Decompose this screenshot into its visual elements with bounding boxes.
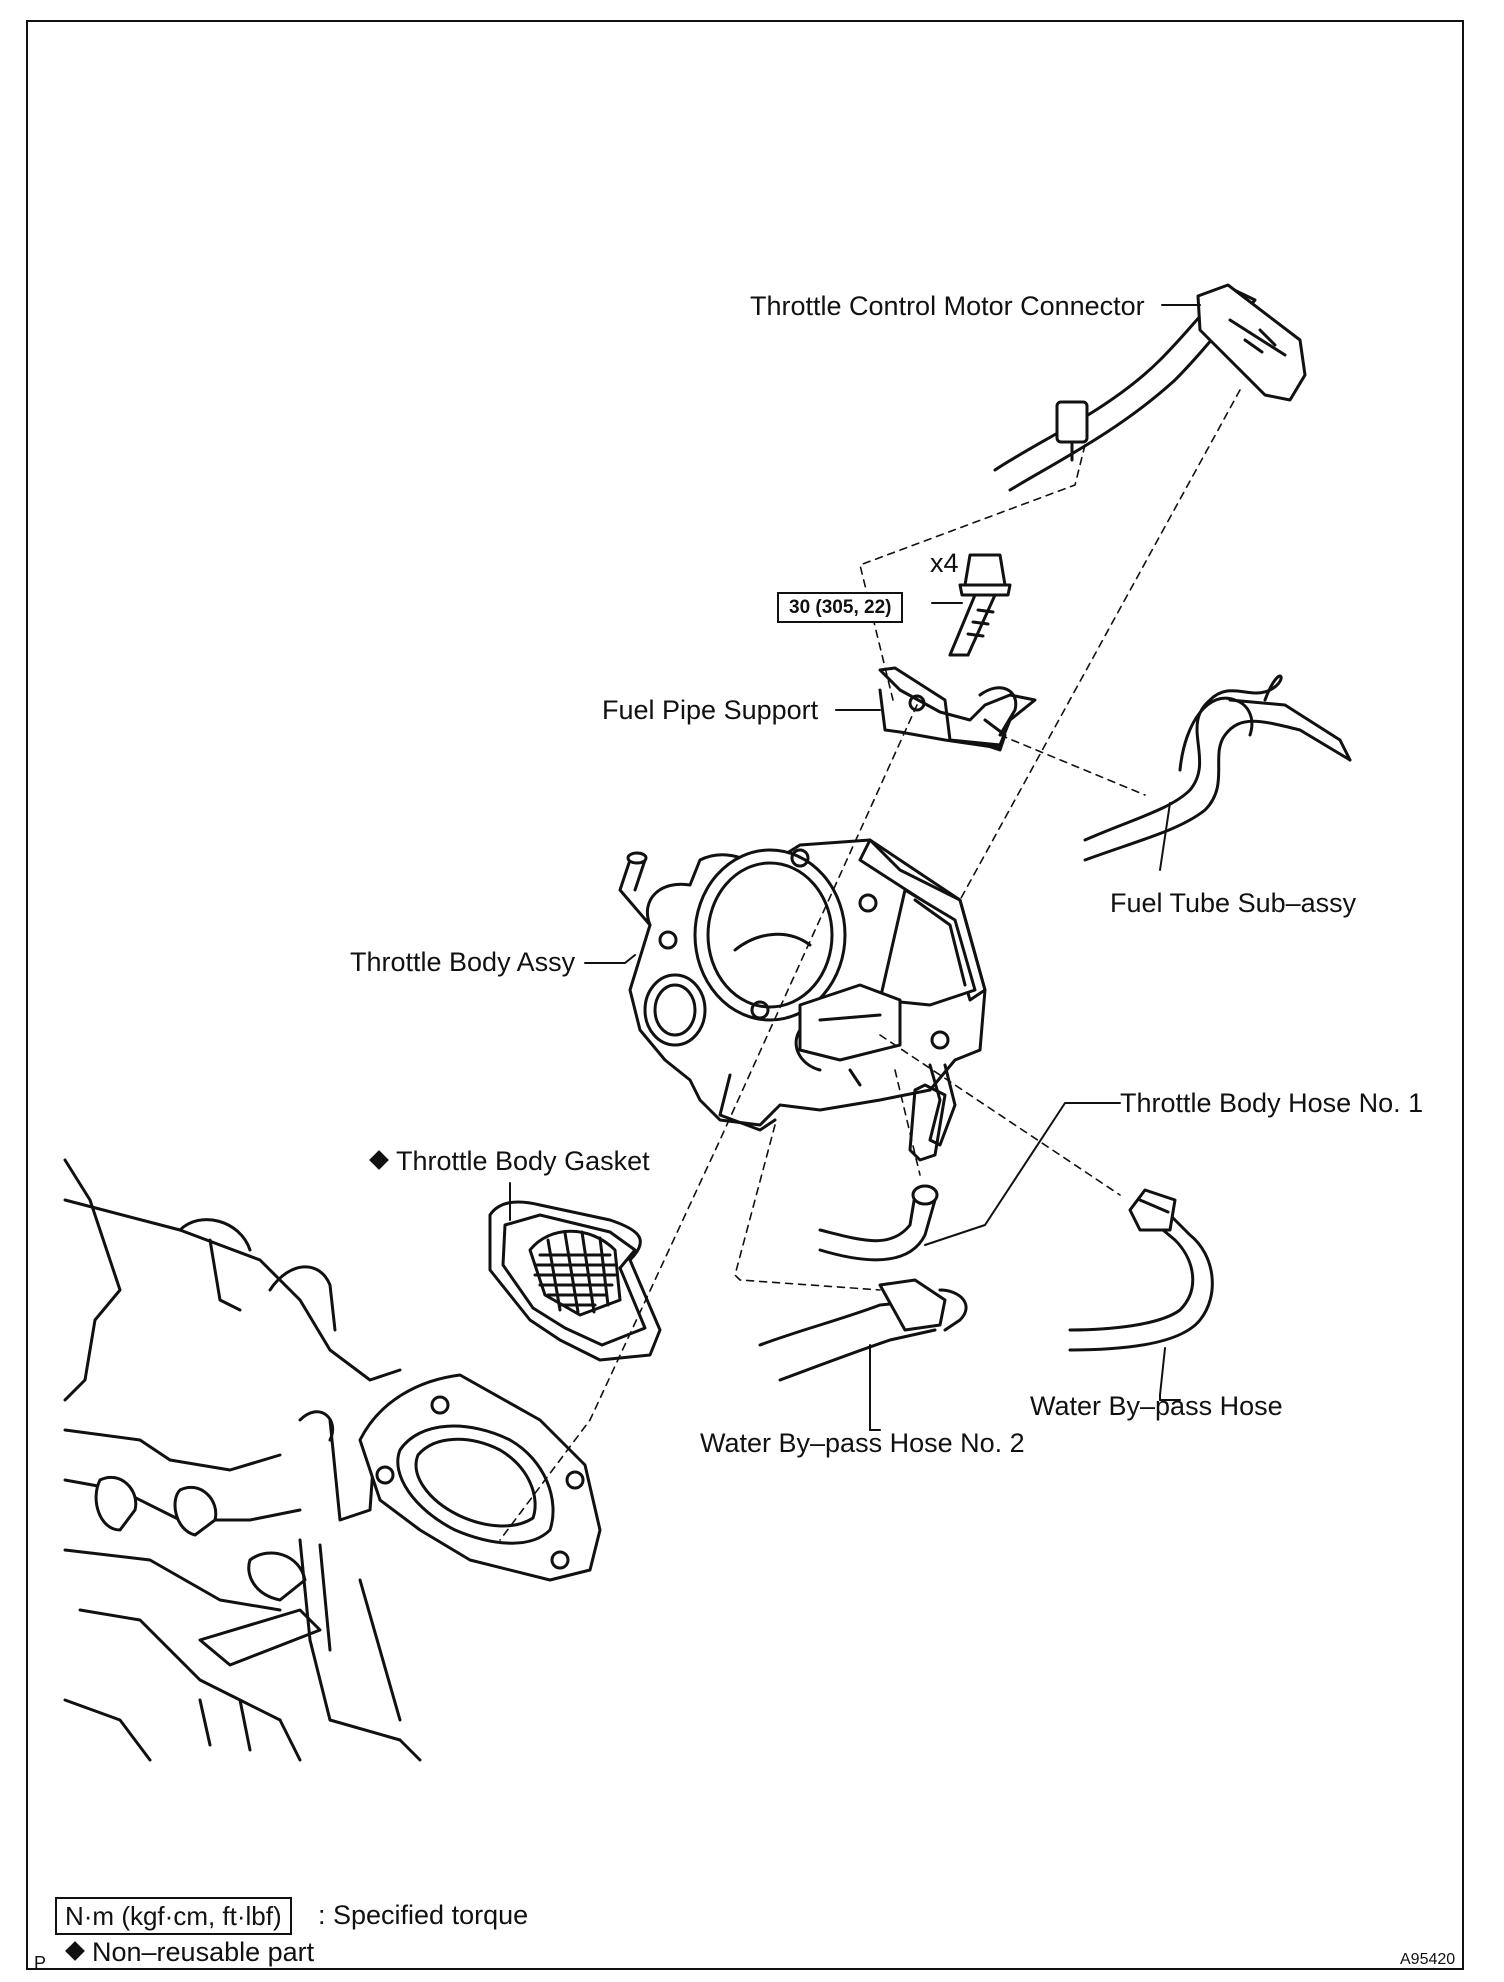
fuel-pipe-support-part (878, 666, 1037, 752)
torque-spec-box: 30 (305, 22) (777, 592, 904, 623)
water-bypass-hose-no2-part (758, 1278, 968, 1382)
label-water-bypass-hose: Water By–pass Hose (1030, 1391, 1283, 1421)
throttle-body-gasket-part (488, 1200, 662, 1362)
label-bolt-count: x4 (930, 548, 959, 578)
label-throttle-body-hose-no1: Throttle Body Hose No. 1 (1120, 1088, 1424, 1118)
throttle-body-hose-no1-part (818, 1083, 947, 1262)
assembly-dashed-lines (499, 389, 1241, 1541)
legend-non-reusable-text: Non–reusable part (92, 1937, 315, 1967)
figure-id: A95420 (1400, 1951, 1456, 1968)
label-throttle-body-gasket: Throttle Body Gasket (369, 1146, 650, 1176)
corner-mark: P (34, 1953, 47, 1973)
throttle-control-motor-connector-part (993, 283, 1307, 492)
bolt-part (948, 553, 1012, 657)
engine-manifold-part (63, 1158, 602, 1762)
label-throttle-body-gasket-text: Throttle Body Gasket (396, 1146, 650, 1176)
label-water-bypass-hose-no2: Water By–pass Hose No. 2 (700, 1428, 1025, 1458)
legend-non-reusable: Non–reusable part (65, 1937, 315, 1967)
label-throttle-control-motor-connector: Throttle Control Motor Connector (750, 291, 1145, 321)
throttle-body-part (618, 838, 987, 1147)
non-reusable-diamond-icon (369, 1150, 389, 1170)
leader-lines (509, 304, 1201, 1431)
label-throttle-body-assy: Throttle Body Assy (350, 947, 576, 977)
water-bypass-hose-part (1068, 1188, 1214, 1352)
diagram-frame (26, 20, 1464, 1970)
non-reusable-diamond-icon (65, 1941, 85, 1961)
legend-torque-unit-box: N·m (kgf·cm, ft·lbf) (55, 1897, 292, 1935)
label-fuel-pipe-support: Fuel Pipe Support (602, 695, 819, 725)
fuel-tube-part (1083, 674, 1352, 862)
label-fuel-tube-sub-assy: Fuel Tube Sub–assy (1110, 888, 1357, 918)
legend-torque-text: : Specified torque (318, 1900, 529, 1930)
